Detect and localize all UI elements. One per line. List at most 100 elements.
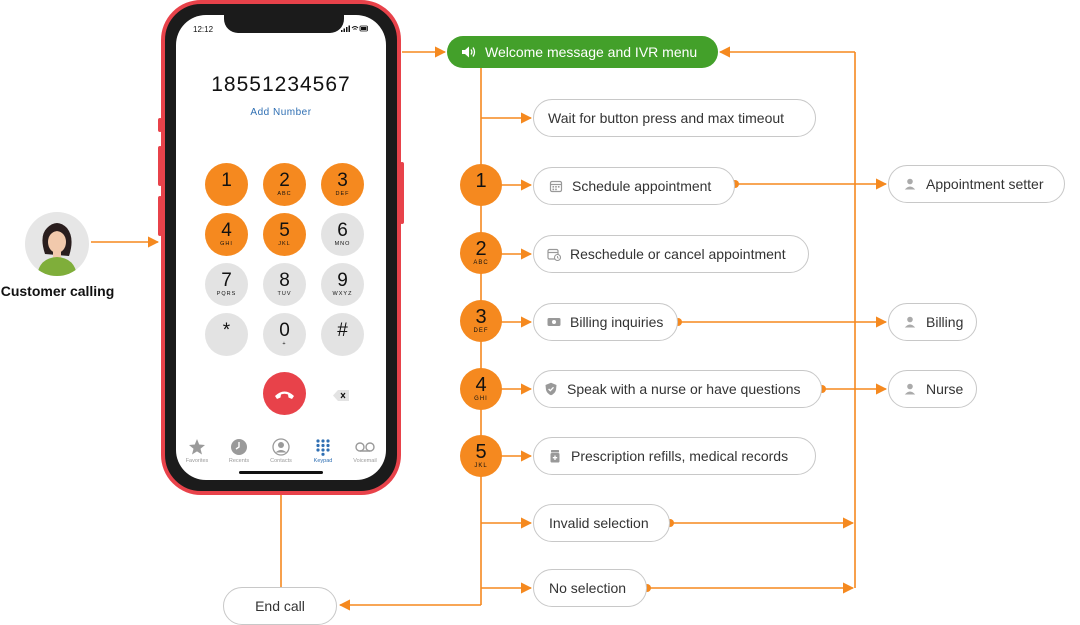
target-label: Appointment setter bbox=[926, 176, 1044, 192]
option-schedule-appointment: Schedule appointment bbox=[533, 167, 735, 205]
person-icon bbox=[904, 178, 916, 190]
digit: 2 bbox=[475, 238, 487, 260]
key-letters: ABC bbox=[277, 191, 292, 197]
option-digit-2: 2 ABC bbox=[460, 232, 502, 274]
tab-recents[interactable]: Recents bbox=[218, 438, 260, 464]
shield-icon bbox=[545, 382, 557, 396]
key-digit: 3 bbox=[337, 170, 348, 191]
status-icons bbox=[341, 25, 369, 34]
digit-letters: ABC bbox=[473, 260, 489, 266]
tab-label: Voicemail bbox=[353, 458, 377, 464]
key-letters: DEF bbox=[335, 191, 350, 197]
invalid-label: Invalid selection bbox=[549, 515, 649, 531]
key-digit: 2 bbox=[279, 170, 290, 191]
key-digit: 9 bbox=[337, 270, 348, 291]
contact-icon bbox=[272, 438, 290, 456]
key-digit: 0 bbox=[279, 320, 290, 341]
key-digit: 8 bbox=[279, 270, 290, 291]
star-icon bbox=[189, 439, 205, 455]
option-digit-3: 3 DEF bbox=[460, 300, 502, 342]
status-time: 12:12 bbox=[193, 25, 214, 34]
keypad-key[interactable]: # bbox=[321, 313, 364, 356]
no-selection-node: No selection bbox=[533, 569, 647, 607]
digit: 5 bbox=[475, 441, 487, 463]
key-digit: 1 bbox=[221, 170, 232, 191]
tab-contacts[interactable]: Contacts bbox=[260, 438, 302, 464]
keypad-key[interactable]: * bbox=[205, 313, 248, 356]
end-call-button[interactable] bbox=[263, 372, 306, 415]
wait-label: Wait for button press and max timeout bbox=[548, 110, 785, 126]
target-label: Nurse bbox=[926, 381, 964, 397]
calendar-icon bbox=[549, 180, 563, 193]
digit: 4 bbox=[475, 374, 487, 396]
digit-letters: DEF bbox=[473, 328, 489, 334]
digit-letters: JKL bbox=[474, 463, 488, 469]
key-letters: + bbox=[282, 341, 287, 347]
key-digit: 6 bbox=[337, 220, 348, 241]
caller-label: Customer calling bbox=[0, 283, 115, 299]
wait-node: Wait for button press and max timeout bbox=[533, 99, 816, 137]
option-digit-1: 1 bbox=[460, 164, 502, 206]
option-reschedule-appointment: Reschedule or cancel appointment bbox=[533, 235, 809, 273]
keypad-icon bbox=[316, 439, 330, 456]
tab-voicemail[interactable]: Voicemail bbox=[344, 438, 386, 464]
invalid-selection-node: Invalid selection bbox=[533, 504, 670, 542]
digit: 1 bbox=[475, 170, 487, 192]
speaker-icon bbox=[462, 46, 476, 58]
key-digit: * bbox=[222, 320, 231, 341]
backspace-button[interactable] bbox=[333, 388, 349, 401]
calendar-clock-icon bbox=[547, 248, 561, 261]
keypad-key[interactable]: 0+ bbox=[263, 313, 306, 356]
option-label: Billing inquiries bbox=[570, 314, 664, 330]
key-digit: 7 bbox=[221, 270, 232, 291]
phone-notch bbox=[224, 15, 344, 33]
phone-volume-down bbox=[158, 196, 162, 236]
clock-icon bbox=[231, 439, 247, 455]
welcome-ivr-node: Welcome message and IVR menu bbox=[447, 36, 718, 68]
add-number-link[interactable]: Add Number bbox=[250, 107, 312, 118]
home-indicator bbox=[239, 471, 323, 474]
option-label: Prescription refills, medical records bbox=[571, 448, 789, 464]
voicemail-icon bbox=[355, 442, 375, 452]
no-selection-label: No selection bbox=[549, 580, 627, 596]
tab-keypad[interactable]: Keypad bbox=[302, 438, 344, 464]
digit-letters: GHI bbox=[474, 396, 488, 402]
prescription-icon bbox=[550, 450, 560, 463]
person-icon bbox=[904, 383, 916, 395]
option-digit-5: 5 JKL bbox=[460, 435, 502, 477]
option-speak-with-nurse: Speak with a nurse or have questions bbox=[533, 370, 822, 408]
caller-avatar bbox=[25, 212, 89, 276]
tab-bar: Favorites Recents Contacts Keypad bbox=[176, 438, 386, 468]
key-digit: 4 bbox=[221, 220, 232, 241]
key-letters: TUV bbox=[277, 291, 292, 297]
end-call-node: End call bbox=[223, 587, 337, 625]
key-digit: 5 bbox=[279, 220, 290, 241]
phone-power-button bbox=[400, 162, 404, 224]
phone-hangup-icon bbox=[275, 391, 294, 399]
phone-mute-switch bbox=[158, 118, 162, 132]
key-letters: PQRS bbox=[216, 291, 237, 297]
key-letters: GHI bbox=[220, 241, 233, 247]
tab-label: Keypad bbox=[313, 458, 333, 464]
phone-volume-up bbox=[158, 146, 162, 186]
tab-label: Recents bbox=[228, 458, 250, 464]
keypad-key[interactable]: 1 bbox=[205, 163, 248, 206]
tab-favorites[interactable]: Favorites bbox=[176, 438, 218, 464]
key-letters: MNO bbox=[334, 241, 351, 247]
person-icon bbox=[904, 316, 916, 328]
welcome-label: Welcome message and IVR menu bbox=[485, 44, 698, 60]
digit: 3 bbox=[475, 306, 487, 328]
option-prescription-refills: Prescription refills, medical records bbox=[533, 437, 816, 475]
option-label: Speak with a nurse or have questions bbox=[567, 381, 801, 397]
option-label: Reschedule or cancel appointment bbox=[570, 246, 786, 262]
